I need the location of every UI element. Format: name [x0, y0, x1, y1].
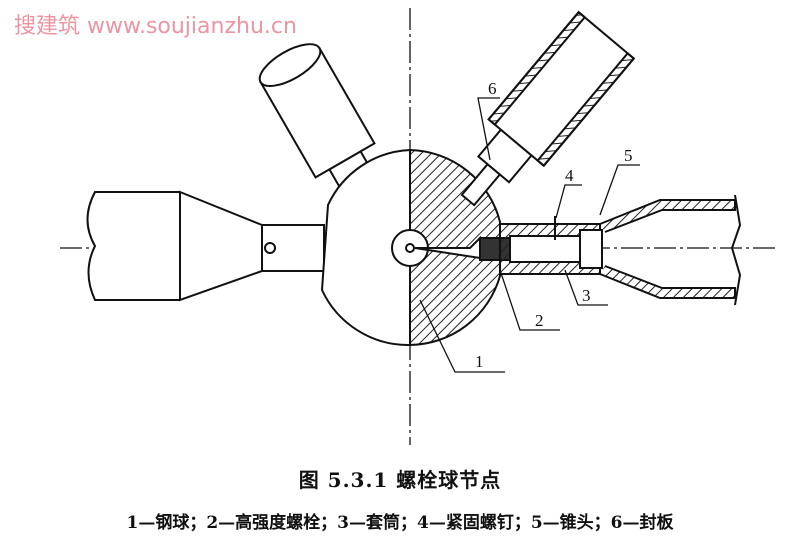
label-6: 6 — [488, 79, 497, 98]
watermark: 搜建筑 www.soujianzhu.cn — [14, 14, 297, 39]
figure-legend: 1—钢球；2—高强度螺栓；3—套筒；4—紧固螺钉；5—锥头；6—封板 — [126, 513, 674, 533]
upper-right-tube — [460, 10, 636, 207]
label-2: 2 — [535, 311, 544, 330]
figure-title: 图 5.3.1 螺栓球节点 — [298, 468, 502, 492]
left-tube — [86, 190, 325, 302]
label-3: 3 — [582, 286, 591, 305]
label-5: 5 — [624, 146, 633, 165]
right-tube — [479, 194, 742, 306]
steel-ball — [320, 148, 501, 347]
label-1: 1 — [475, 352, 484, 371]
leader-lines — [419, 97, 640, 373]
label-4: 4 — [565, 166, 574, 185]
